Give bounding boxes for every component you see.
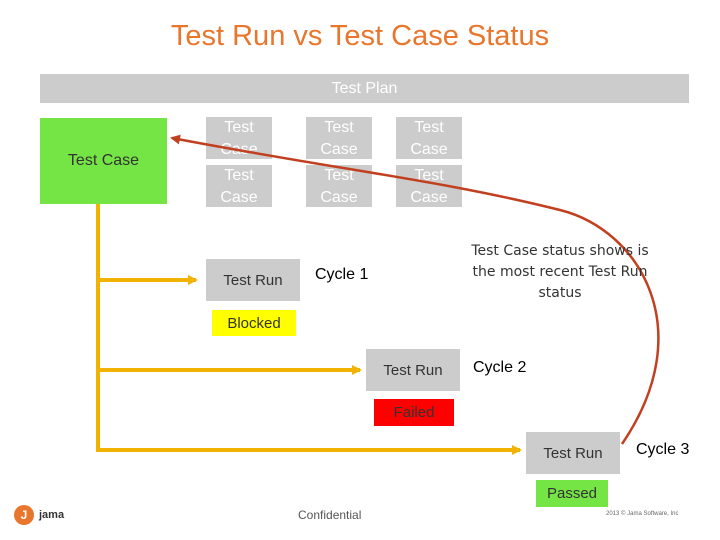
jama-logo: J jama (14, 505, 64, 525)
grid-test-case-line2: Case (220, 189, 258, 206)
arrow-to-run-3 (96, 204, 522, 455)
cycle-3-label: Cycle 3 (636, 441, 690, 458)
status-note: Test Case status shows is the most recen… (471, 243, 649, 301)
grid-test-case: Test Case (206, 165, 272, 207)
grid-test-case-line1: Test (414, 167, 444, 184)
grid-test-case-line2: Case (410, 141, 448, 158)
grid-test-case-line1: Test (224, 167, 254, 184)
grid-test-case-line1: Test (324, 119, 354, 136)
jama-logo-icon: J (14, 505, 34, 525)
grid-test-case-line1: Test (324, 167, 354, 184)
status-badge-failed: Failed (374, 399, 454, 426)
status-feedback-curve (170, 134, 660, 445)
status-badge-blocked: Blocked (212, 310, 296, 336)
grid-test-case-line2: Case (410, 189, 448, 206)
grid-test-case-line2: Case (320, 189, 358, 206)
test-run-1: Test Run (206, 259, 300, 301)
source-test-case: Test Case (40, 118, 167, 204)
test-run-2: Test Run (366, 349, 460, 391)
page-title: Test Run vs Test Case Status (170, 20, 550, 52)
grid-test-case-line1: Test (224, 119, 254, 136)
grid-test-case: Test Case (396, 117, 462, 159)
cycle-2-label: Cycle 2 (473, 359, 527, 376)
status-badge-passed: Passed (536, 480, 608, 507)
grid-test-case-line2: Case (320, 141, 358, 158)
confidential-label: Confidential (298, 508, 362, 522)
grid-test-case: Test Case (206, 117, 272, 159)
grid-test-case: Test Case (306, 117, 372, 159)
test-plan-bar: Test Plan (40, 74, 689, 103)
jama-logo-text: jama (39, 509, 65, 521)
grid-test-case-line1: Test (414, 119, 444, 136)
test-run-3: Test Run (526, 432, 620, 474)
cycle-1-label: Cycle 1 (315, 266, 369, 283)
copyright-text: 2013 © Jama Software, Inc (606, 511, 679, 517)
